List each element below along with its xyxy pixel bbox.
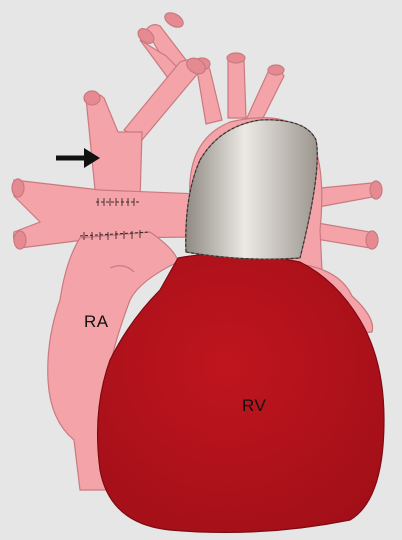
right-ventricle-label: RV [242,396,267,415]
right-atrium-label: RA [84,312,109,331]
suture-ticks [83,198,141,240]
arrow-right-icon [56,148,100,168]
right-ventricle [96,253,385,534]
